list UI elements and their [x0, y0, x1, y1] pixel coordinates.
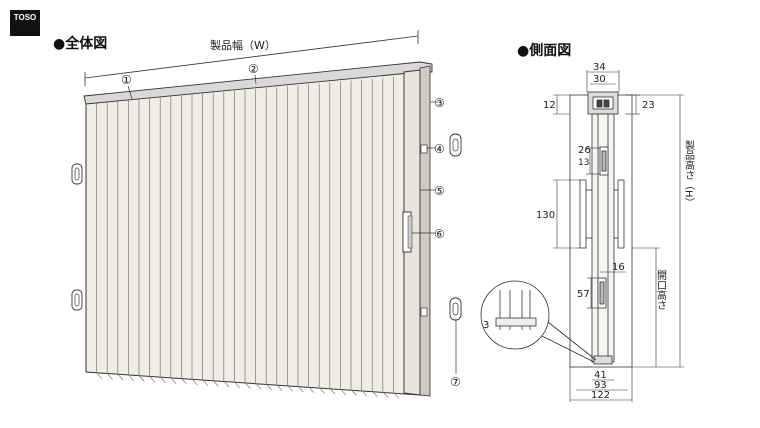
callout-2: ②	[248, 62, 259, 76]
callout-1: ①	[121, 73, 132, 87]
pleat-fold	[170, 377, 177, 384]
callout-7: ⑦	[450, 375, 461, 389]
pleat-fold	[181, 378, 187, 385]
pleat-fold	[287, 385, 293, 392]
overall-view: 製品幅（W）	[71, 30, 462, 399]
callout-4: ④	[434, 142, 445, 156]
callout-3: ③	[434, 96, 445, 110]
width-label: 製品幅（W）	[210, 38, 276, 52]
pleat-fold	[212, 380, 219, 387]
opening-label: 開口高さ	[655, 270, 667, 310]
pleat-fold	[234, 381, 240, 389]
pleat-fold	[276, 384, 283, 391]
side-view-title: ●側面図	[517, 43, 572, 59]
strike-plate	[449, 133, 462, 157]
pleat-fold	[159, 376, 166, 384]
pleat-fold	[340, 388, 346, 396]
dim-122: 122	[591, 390, 610, 401]
pleat-fold	[382, 391, 389, 398]
pleat-fold	[117, 373, 124, 381]
toso-logo: TOSO	[10, 10, 40, 36]
dim-130: 130	[536, 210, 555, 221]
pleat-fold	[371, 390, 378, 398]
detail-magnifier	[480, 280, 550, 350]
dim-3: 3	[483, 320, 489, 331]
pleat-fold	[96, 372, 103, 379]
dim-93: 93	[594, 380, 607, 391]
side-post	[419, 65, 431, 397]
wall-bracket	[71, 163, 83, 185]
latch-receiver	[420, 307, 428, 317]
dim-26: 26	[578, 145, 591, 156]
pleat-fold	[138, 375, 145, 382]
dim-57: 57	[577, 289, 590, 300]
pleat-fold	[318, 387, 325, 394]
dim-41: 41	[594, 370, 607, 381]
dim-12: 12	[543, 100, 556, 111]
dim-30: 30	[593, 74, 606, 85]
pleat-fold	[361, 389, 368, 397]
callout-5: ⑤	[434, 184, 445, 198]
pleat-fold	[350, 389, 357, 396]
pleat-fold	[106, 373, 113, 380]
height-label: 製品高さ（H）	[683, 139, 695, 208]
pleat-fold	[255, 382, 262, 390]
pleat-fold	[297, 385, 304, 393]
pleat-fold	[265, 383, 272, 391]
callout-6: ⑥	[434, 227, 445, 241]
pleat-fold	[191, 378, 198, 386]
pleat-fold	[244, 382, 251, 389]
dim-34: 34	[593, 62, 606, 73]
overall-view-title: ●全体図	[53, 36, 108, 52]
dim-23: 23	[642, 100, 655, 111]
dim-16: 16	[612, 262, 625, 273]
side-handle-right	[617, 179, 625, 249]
pleat-fold	[329, 387, 336, 395]
pleat-fold	[393, 392, 399, 399]
pleat-fold	[308, 386, 315, 393]
pleat-fold	[128, 374, 134, 382]
latch-receiver	[420, 144, 428, 154]
width-dimension-line	[84, 35, 419, 79]
dim-13: 13	[578, 158, 589, 168]
pleat-fold	[202, 379, 209, 386]
pleat-fold	[223, 380, 230, 388]
side-view	[480, 70, 684, 402]
wall-bracket	[71, 289, 83, 311]
floor-guide	[449, 297, 462, 321]
pleat-fold	[149, 375, 156, 383]
accordion-door-panel	[71, 61, 462, 399]
side-handle-left	[579, 179, 587, 249]
top-rail	[83, 61, 433, 105]
